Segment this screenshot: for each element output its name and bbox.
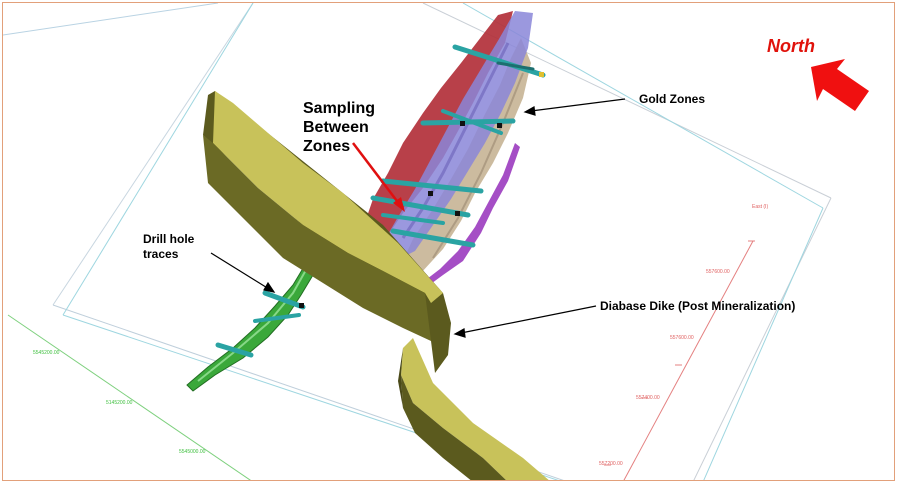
axis-tick-red-3: 557400.00 xyxy=(636,395,660,401)
sampling-pointer-arrow xyxy=(352,142,405,212)
axis-label-east: East (I) xyxy=(752,204,769,210)
label-pointer-arrows xyxy=(210,98,626,338)
axis-tick-red-1: 557600.00 xyxy=(706,269,730,275)
gold-zone-blue xyxy=(383,11,533,261)
north-arrow-icon xyxy=(811,59,869,111)
gold-zones-label: Gold Zones xyxy=(639,92,705,106)
drill-hole-label-line1: Drill hole xyxy=(143,232,195,246)
axis-tick-red-4: 557200.00 xyxy=(599,461,623,467)
gold-zone-tan-detail xyxy=(432,72,524,259)
drill-holes-green xyxy=(215,290,306,358)
sampling-label-line3: Zones xyxy=(303,138,351,155)
axis-tick-green-2: 5145200.00 xyxy=(106,400,133,406)
3d-model-view xyxy=(3,3,869,480)
axis-tick-red-2: 557600.00 xyxy=(670,335,694,341)
drill-hole-label: Drill hole traces xyxy=(143,232,194,262)
sampling-label-line2: Between xyxy=(303,119,369,136)
gold-zone-blue-detail xyxy=(401,42,510,239)
diabase-dike-label: Diabase Dike (Post Mineralization) xyxy=(600,299,796,313)
sampling-label: Sampling Between Zones xyxy=(303,99,375,156)
diabase-dike xyxy=(203,91,549,480)
north-label: North xyxy=(767,36,815,56)
sampling-label-line1: Sampling xyxy=(303,100,376,117)
axis-tick-green-1: 5545200.00 xyxy=(33,350,60,356)
drill-holes-gold xyxy=(370,44,546,248)
green-zone-detail xyxy=(197,260,312,382)
drill-hole-label-line2: traces xyxy=(143,247,179,261)
purple-zone xyxy=(423,143,520,286)
axis-tick-green-3: 5545000.00 xyxy=(179,449,206,455)
